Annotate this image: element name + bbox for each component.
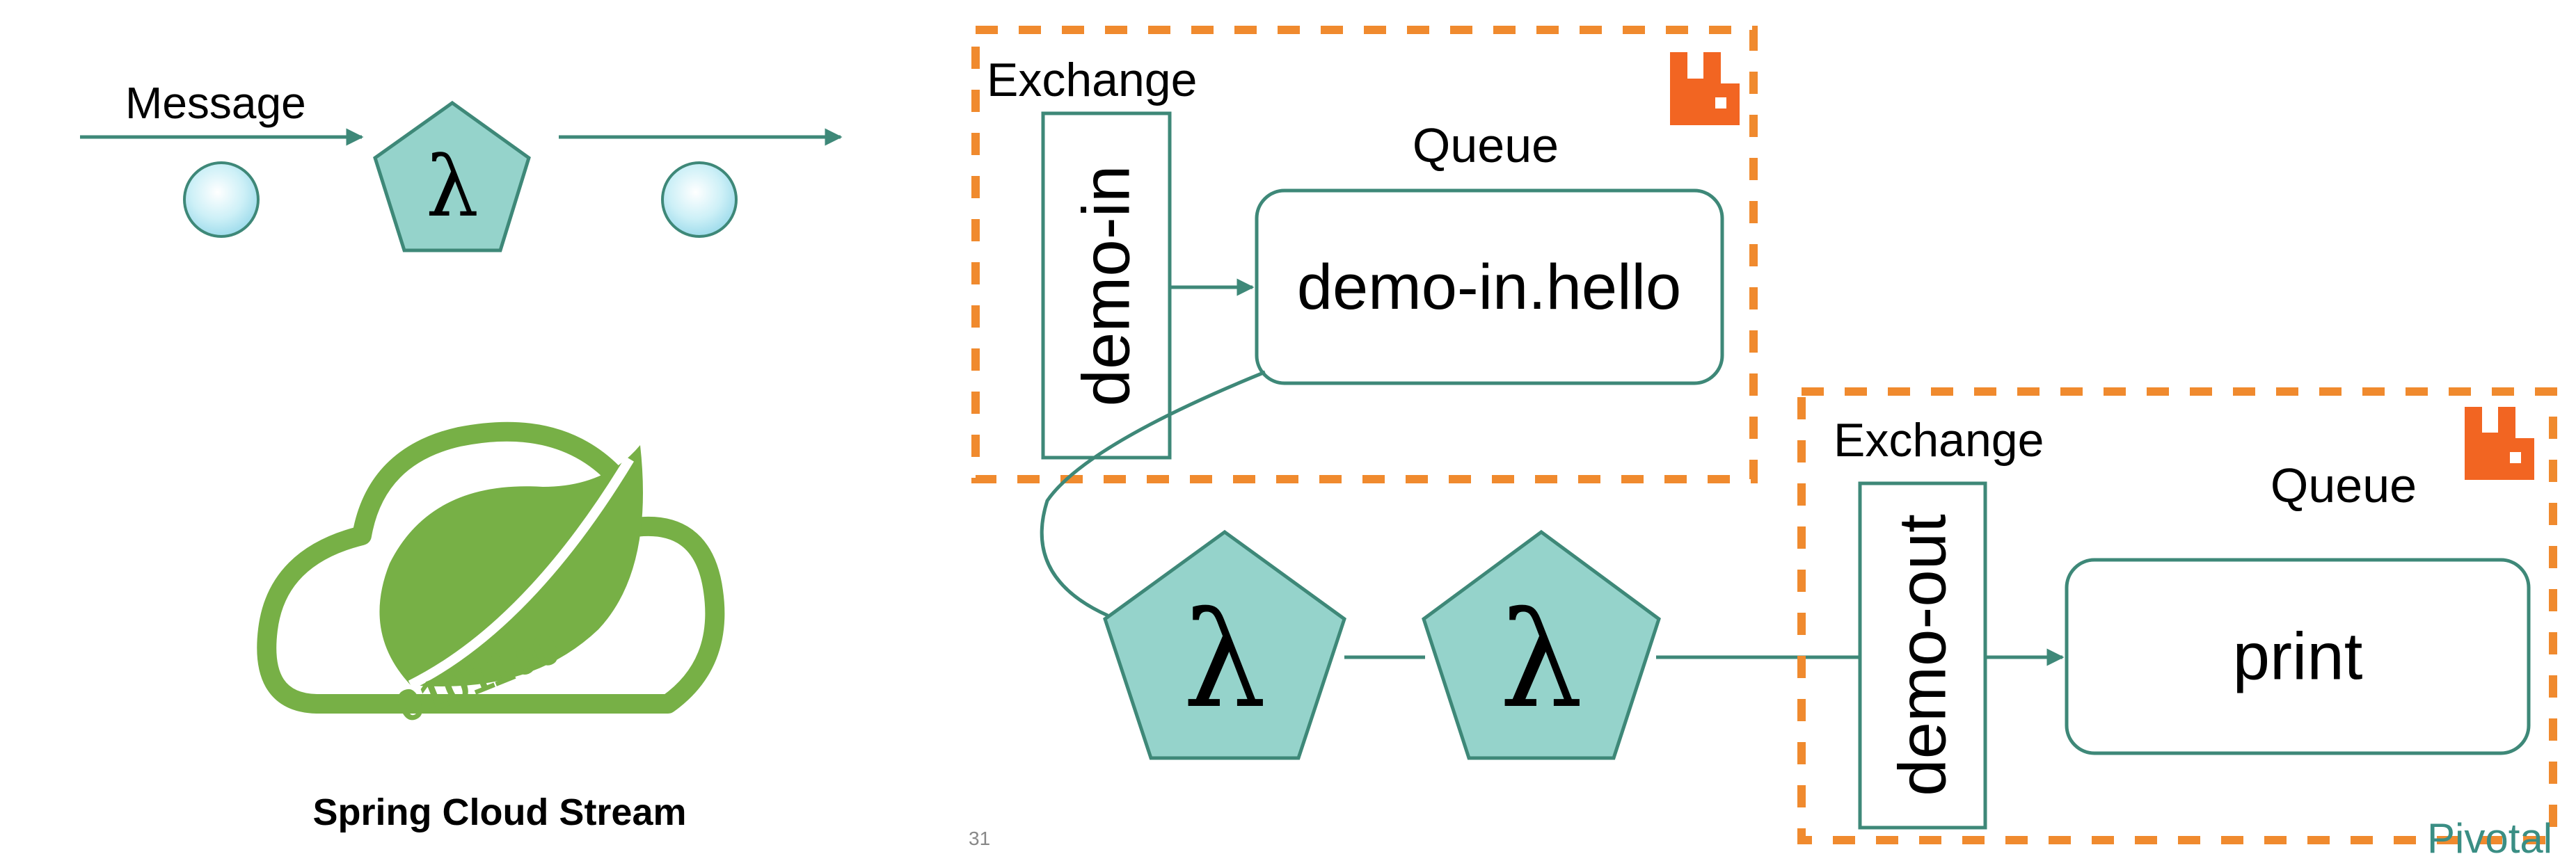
output-queue-node[interactable] [2065,558,2531,755]
output-exchange-label: Exchange [1834,414,2044,467]
function-pentagon-1[interactable] [1103,529,1346,760]
input-exchange-label: Exchange [987,54,1197,106]
output-exchange-name: demo-out [1886,514,1960,796]
input-broker-box: Exchange demo-in Queue demo-in.hello [971,26,1758,483]
output-broker-box: Exchange demo-out Queue print [1797,387,2557,844]
input-queue-node[interactable] [1255,188,1724,385]
input-exchange-node[interactable] [1041,111,1172,460]
function-pentagon-2[interactable] [1422,529,1661,760]
message-bubble-out [661,161,738,238]
message-bubble-in [183,161,260,238]
consumer-connector [1040,370,1266,618]
input-exchange-name: demo-in [1070,166,1144,407]
leaf-icon [379,445,643,687]
input-queue-name: demo-in.hello [1297,252,1681,323]
output-box-border [1797,387,2557,844]
message-flow: Message λ [80,78,843,252]
output-queue-name: print [2233,620,2363,694]
spring-cloud-stream-caption: Spring Cloud Stream [312,791,686,833]
output-queue-label: Queue [2271,458,2417,513]
cloud-outline [257,421,725,714]
message-label: Message [125,78,306,128]
lambda-2-label: λ [1500,584,1583,737]
input-box-border [971,26,1758,483]
output-exchange-node[interactable] [1858,481,1987,830]
rabbitmq-icon-output [2465,407,2534,480]
function-pentagon-small [373,100,531,252]
rabbitmq-icon [1670,52,1740,125]
pivotal-brand: Pivotal [2427,815,2552,861]
page-number: 31 [969,828,990,849]
function-pipeline: λ λ [1103,529,1860,760]
input-queue-label: Queue [1413,118,1559,172]
spring-cloud-logo: 0101100 [257,421,725,732]
lambda-small-label: λ [426,139,479,236]
lambda-1-label: λ [1183,584,1266,737]
leaf-vein [408,456,634,690]
